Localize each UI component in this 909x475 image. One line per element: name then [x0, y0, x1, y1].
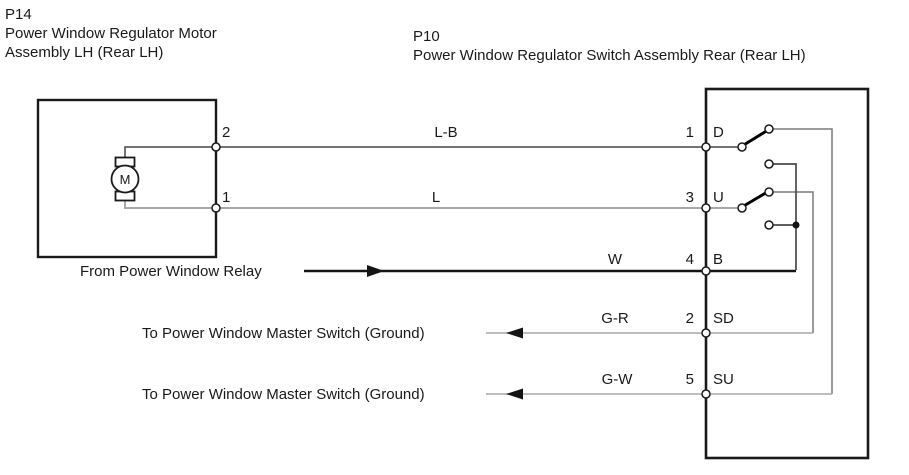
switch-pin-1-terminal [701, 142, 711, 152]
wire-label-l-b: L-B [434, 124, 458, 141]
switch-pin-2-number: 2 [685, 310, 694, 327]
arrow-left-icon [506, 388, 523, 400]
switch-pin-2-terminal [701, 328, 711, 338]
motor-assembly-box [36, 98, 218, 259]
d-common-contact [737, 142, 747, 152]
motor-symbol-label: M [119, 172, 131, 187]
wire-label-g-w: G-W [601, 371, 633, 388]
switch-blade-d [743, 129, 768, 146]
switch-pin-5-terminal [701, 389, 711, 399]
nc-contact-to-b-run [773, 163, 797, 270]
arrow-left-icon [506, 327, 523, 339]
d-contact-to-su-run [773, 128, 833, 394]
switch-pin-5-number: 5 [685, 371, 694, 388]
switch-pin-sd-label: SD [713, 310, 734, 327]
annotation-from-power-window-relay: From Power Window Relay [80, 263, 262, 280]
wire-label-g-r: G-R [601, 310, 629, 327]
switch-pin-4-terminal [701, 266, 711, 276]
u-lower-contact [764, 220, 774, 230]
connector-p10-header: P10 Power Window Regulator Switch Assemb… [413, 27, 909, 65]
switch-pin-d-label: D [713, 124, 724, 141]
switch-assembly-box [704, 87, 870, 460]
switch-blade-u [743, 191, 768, 207]
switch-pin-u-label: U [713, 189, 724, 206]
d-upper-contact [764, 124, 774, 134]
connector-p10-name: Power Window Regulator Switch Assembly R… [413, 47, 806, 64]
connector-p10-id: P10 [413, 28, 440, 45]
connector-p14-name: Power Window Regulator Motor Assembly LH… [5, 25, 217, 61]
switch-pin-3-terminal [701, 203, 711, 213]
switch-pin-b-label: B [713, 251, 724, 268]
connector-p14-id: P14 [5, 6, 32, 23]
annotation-to-master-switch-ground-2: To Power Window Master Switch (Ground) [142, 386, 425, 403]
wire-label-w: W [607, 251, 623, 268]
switch-pin-su-label: SU [713, 371, 734, 388]
d-lower-contact [764, 159, 774, 169]
junction-dot [792, 221, 800, 229]
u-contact-to-sd-run [773, 191, 814, 333]
wire-label-l: L [431, 189, 441, 206]
switch-pin-3-number: 3 [685, 189, 694, 206]
motor-symbol-circle [110, 164, 140, 194]
u-common-contact [737, 203, 747, 213]
motor-pin-1-number: 1 [222, 189, 231, 206]
annotation-to-master-switch-ground-1: To Power Window Master Switch (Ground) [142, 325, 425, 342]
motor-pin-2-terminal [211, 142, 221, 152]
switch-pin-4-number: 4 [685, 251, 694, 268]
arrow-right-icon [367, 265, 384, 277]
motor-lead-bottom [124, 200, 216, 209]
motor-pin-1-terminal [211, 203, 221, 213]
motor-pin-2-number: 2 [222, 124, 231, 141]
motor-lead-top [124, 146, 216, 158]
switch-pin-1-number: 1 [685, 124, 694, 141]
connector-p14-header: P14 Power Window Regulator Motor Assembl… [5, 5, 263, 62]
u-upper-contact [764, 187, 774, 197]
